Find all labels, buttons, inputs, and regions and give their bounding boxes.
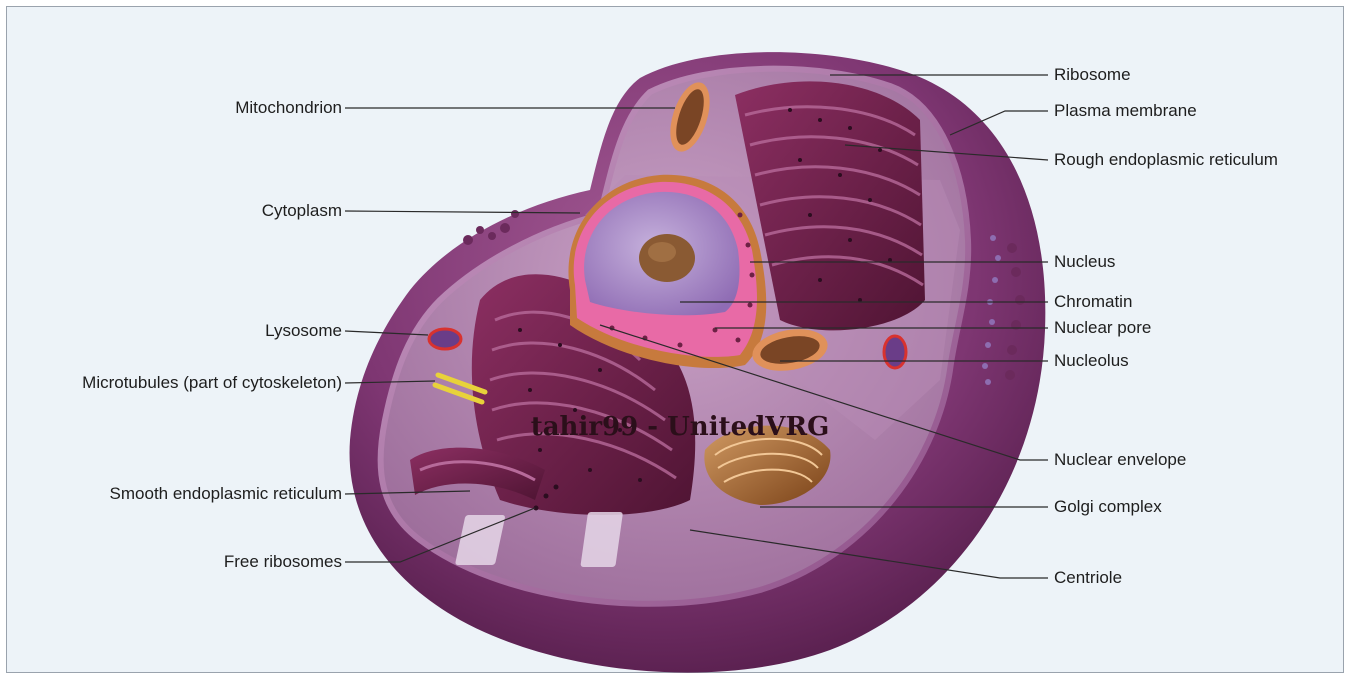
- labels-right: Ribosome Plasma membrane Rough endoplasm…: [1054, 65, 1278, 587]
- label-nuclear-envelope: Nuclear envelope: [1054, 450, 1186, 469]
- label-plasma-membrane: Plasma membrane: [1054, 101, 1197, 120]
- label-mitochondrion: Mitochondrion: [235, 98, 342, 117]
- label-ribosome: Ribosome: [1054, 65, 1131, 84]
- label-microtubules: Microtubules (part of cytoskeleton): [82, 373, 342, 392]
- label-chromatin: Chromatin: [1054, 292, 1132, 311]
- label-nuclear-pore: Nuclear pore: [1054, 318, 1151, 337]
- label-cytoplasm: Cytoplasm: [262, 201, 342, 220]
- label-nucleus: Nucleus: [1054, 252, 1115, 271]
- lysosome-2: [884, 336, 906, 368]
- label-centriole: Centriole: [1054, 568, 1122, 587]
- watermark-text: tahir99 - UnitedVRG: [531, 412, 830, 442]
- lysosome: [429, 329, 461, 349]
- labels-left: Mitochondrion Cytoplasm Lysosome Microtu…: [82, 98, 342, 571]
- label-lysosome: Lysosome: [265, 321, 342, 340]
- label-smooth-er: Smooth endoplasmic reticulum: [110, 484, 342, 503]
- label-rough-er: Rough endoplasmic reticulum: [1054, 150, 1278, 169]
- label-golgi-complex: Golgi complex: [1054, 497, 1162, 516]
- label-nucleolus: Nucleolus: [1054, 351, 1129, 370]
- label-free-ribosomes: Free ribosomes: [224, 552, 342, 571]
- nucleus: [568, 175, 766, 368]
